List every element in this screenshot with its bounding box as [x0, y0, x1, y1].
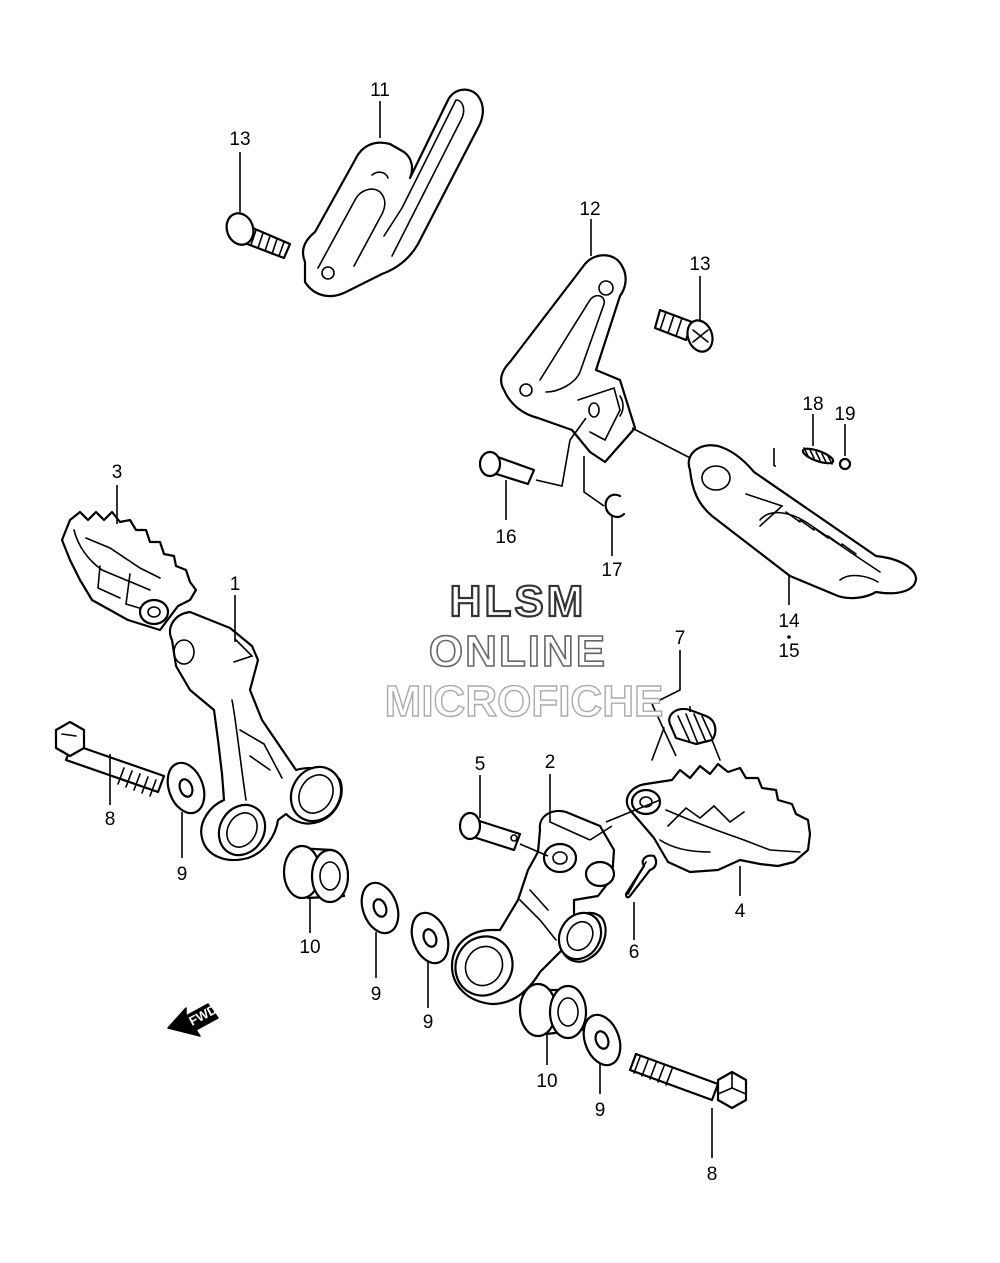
callout-9-a: 9 [177, 864, 188, 885]
washer-9-a [166, 761, 206, 815]
callout-16: 16 [495, 527, 516, 548]
callout-9-d: 9 [595, 1100, 606, 1121]
bracket-plate [500, 254, 699, 464]
return-spring-7 [651, 707, 721, 761]
callout-13-upper: 13 [229, 129, 250, 150]
callout-numbers: 11 13 12 13 18 19 3 16 17 1 14 15 7 5 2 … [105, 80, 856, 1185]
callout-1: 1 [230, 574, 241, 595]
callout-2: 2 [545, 752, 556, 773]
callout-9-c: 9 [423, 1012, 434, 1033]
callout-5: 5 [475, 754, 486, 775]
watermark-line-2: ONLINE [429, 627, 607, 676]
cotter-pin-6 [624, 854, 658, 899]
bushing-10-a [282, 844, 350, 904]
callout-3: 3 [112, 462, 123, 483]
callout-6: 6 [629, 942, 640, 963]
watermark-line-3: MICROFICHE [385, 677, 664, 726]
detent-spring-18 [801, 447, 835, 465]
footrest-bracket-2 [450, 799, 661, 1006]
bushing-10-b [518, 982, 588, 1040]
washer-9-b [360, 881, 400, 935]
callout-14: 14 [778, 611, 800, 632]
callout-9-b: 9 [371, 984, 382, 1005]
pivot-pin-5 [458, 811, 549, 857]
callout-10-b: 10 [536, 1071, 557, 1092]
washer-9-d [582, 1013, 622, 1067]
callout-12: 12 [579, 199, 600, 220]
callout-7: 7 [675, 628, 686, 649]
callout-11: 11 [370, 80, 390, 101]
callout-17: 17 [601, 560, 622, 581]
e-clip-17 [604, 493, 626, 518]
footrest-14-15 [687, 444, 918, 600]
footpeg-4 [625, 762, 812, 874]
watermark-line-1: HLSM [450, 577, 587, 626]
callout-4: 4 [735, 901, 746, 922]
detent-ball-19 [838, 457, 852, 471]
callout-19: 19 [834, 404, 855, 425]
washer-9-c [410, 911, 450, 965]
callout-15: 15 [778, 641, 799, 662]
callout-18: 18 [802, 394, 823, 415]
bolt-8-right [628, 1052, 748, 1110]
callout-10-a: 10 [299, 937, 320, 958]
bolt-8-left [54, 720, 166, 797]
watermark: HLSM ONLINE MICROFICHE [384, 576, 664, 727]
fwd-arrow-icon: FWD [167, 1002, 220, 1037]
footrest-bracket-1 [168, 610, 343, 862]
heel-guard-plate [301, 88, 484, 298]
callout-8-left: 8 [105, 809, 116, 830]
pivot-pin-16 [478, 450, 536, 486]
callout-8-right: 8 [707, 1164, 718, 1185]
bolt-13-upper [225, 212, 292, 260]
callout-13-lower: 13 [689, 254, 710, 275]
bolt-13-lower [653, 308, 714, 353]
footpeg-3 [60, 510, 198, 632]
leader-lines [109, 101, 846, 1158]
callout-separator-dot [787, 635, 791, 639]
